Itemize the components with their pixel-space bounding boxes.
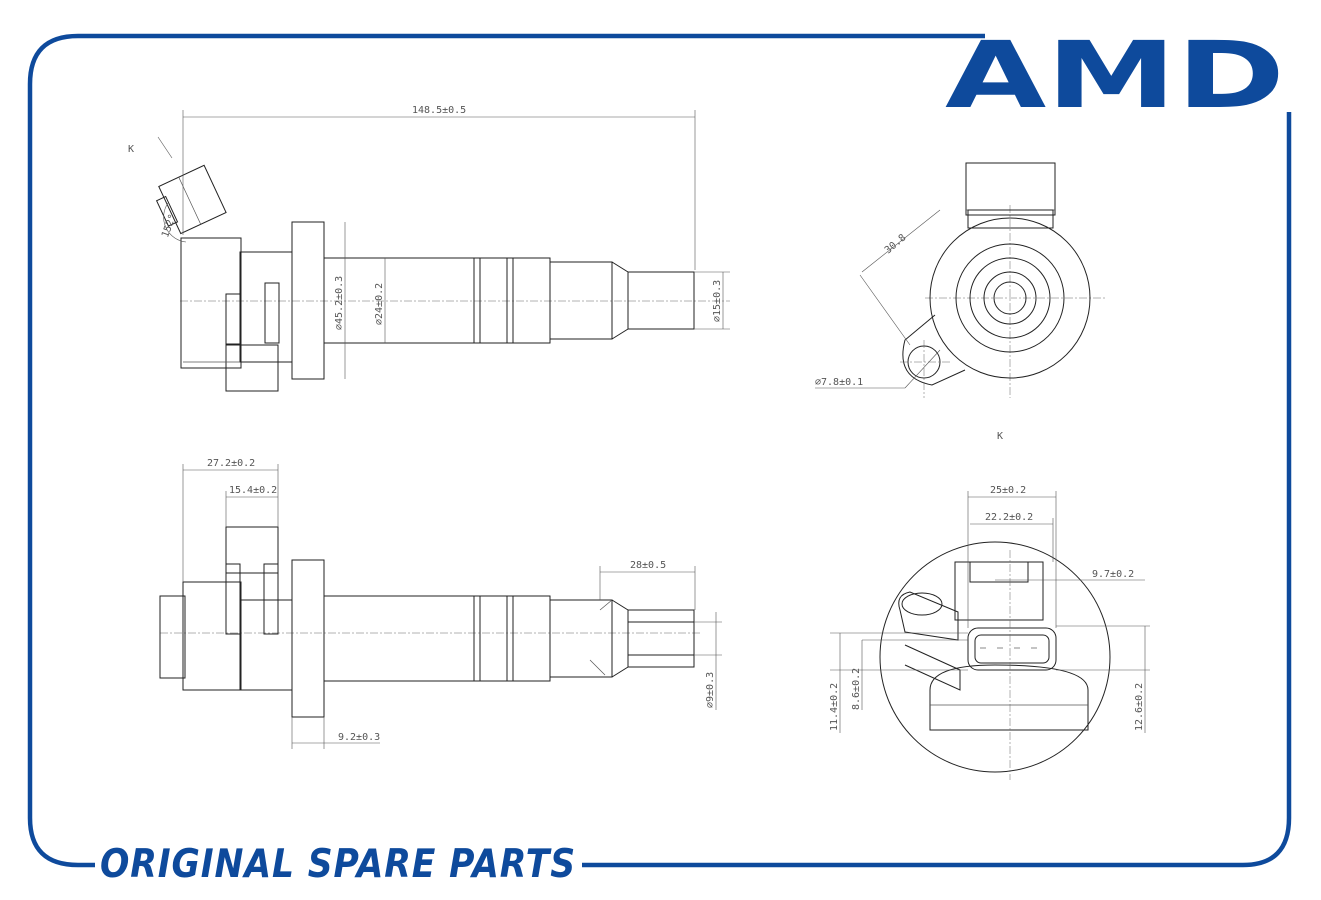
dim-body-dia: ⌀24±0.2 (374, 283, 385, 325)
dim-socket-height: 12.6±0.2 (1134, 683, 1145, 731)
dim-boot-length: 28±0.5 (630, 560, 666, 571)
view-k-label: K (997, 431, 1003, 442)
dim-flange-dia: ⌀45.2±0.3 (334, 276, 345, 330)
dim-connector-body: 15.4±0.2 (229, 485, 277, 496)
dim-tip-dia: ⌀15±0.3 (712, 280, 723, 322)
top-view: 30.8 ⌀7.8±0.1 (815, 162, 1105, 398)
dim-pin-height: 8.6±0.2 (851, 668, 862, 710)
dim-bolt-hole-dia: ⌀7.8±0.1 (815, 377, 863, 388)
section-view: 27.2±0.2 15.4±0.2 28±0.5 ⌀9±0.3 9.2±0.3 (159, 458, 722, 749)
dim-bolt-spacing: 30.8 (883, 232, 909, 256)
drawing-frame (27, 33, 1292, 868)
view-k: K 25±0.2 22.2±0.2 9.7±0.2 11.4±0.2 8.6±0… (829, 431, 1150, 780)
dim-connector-inner-width: 22.2±0.2 (985, 512, 1033, 523)
side-view: 148.5±0.5 K 152° ⌀45.2±0.3 ⌀24±0.2 ⌀15±0… (128, 105, 730, 392)
brand-logo: AMD (945, 22, 1285, 129)
dim-connector-height: 11.4±0.2 (829, 683, 840, 731)
dim-connector-depth: 27.2±0.2 (207, 458, 255, 469)
dim-connector-angle: 152° (160, 213, 179, 239)
dim-connector-width: 25±0.2 (990, 485, 1026, 496)
dim-overall-length: 148.5±0.5 (412, 105, 466, 116)
dim-latch-width: 9.7±0.2 (1092, 569, 1134, 580)
dim-boot-inner-dia: ⌀9±0.3 (705, 672, 716, 708)
dim-flange-thickness: 9.2±0.3 (338, 732, 380, 743)
view-arrow-label: K (128, 144, 134, 155)
footer-text: ORIGINAL SPARE PARTS (100, 842, 576, 887)
